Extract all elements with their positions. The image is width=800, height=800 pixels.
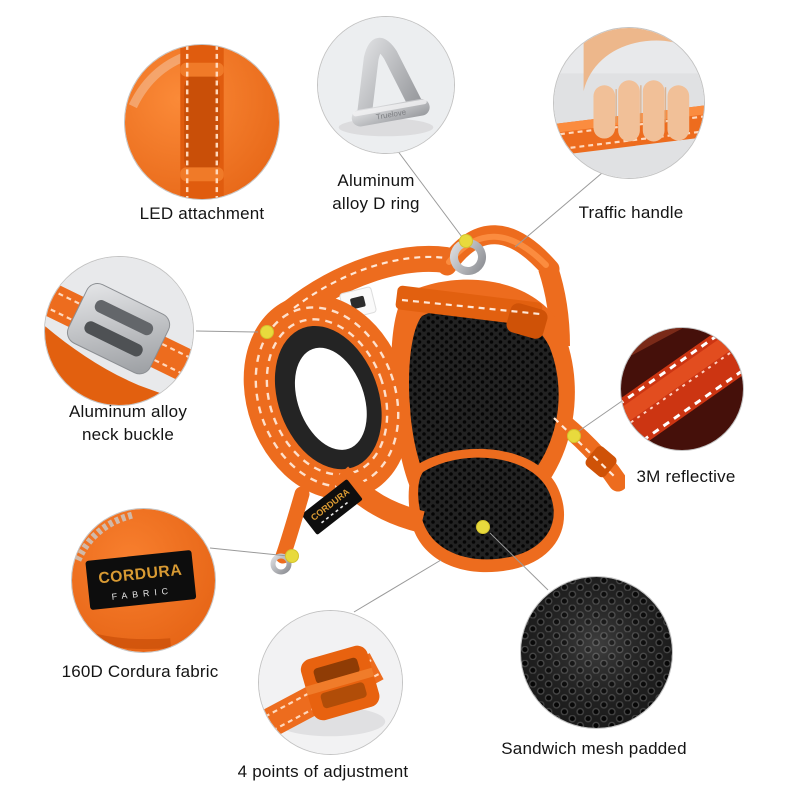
callout-bubble-led-attachment [124, 44, 280, 200]
callout-bubble-reflective [620, 327, 744, 451]
callout-bubble-adjustment [258, 610, 403, 755]
harness-reflective-stitching [293, 255, 617, 479]
hand-gripping [583, 28, 704, 142]
callout-bubble-mesh [520, 576, 673, 729]
callout-bubble-neck-buckle [44, 256, 194, 406]
callout-label-d-ring: Aluminum alloy D ring [332, 171, 420, 213]
traffic-handle-photo [554, 28, 704, 178]
callout-label-cordura: 160D Cordura fabric [61, 662, 219, 681]
callout-label-neck-buckle: Aluminum alloy neck buckle [68, 402, 188, 444]
harness-image: CORDURA [243, 225, 625, 575]
callout-label-adjustment: 4 points of adjustment [237, 762, 409, 781]
neck-buckle-photo [45, 257, 193, 405]
led-attachment-photo [125, 45, 279, 199]
cordura-label-photo: CORDURA FABRIC [72, 509, 215, 652]
callout-bubble-cordura: CORDURA FABRIC [71, 508, 216, 653]
callout-label-led-attachment: LED attachment [139, 204, 265, 223]
harness-left-strap [270, 486, 310, 575]
callout-bubble-d-ring: Truelove [317, 16, 455, 154]
harness-chest-loop [243, 294, 411, 500]
callout-bubble-traffic-handle [553, 27, 705, 179]
d-ring-photo: Truelove [318, 17, 454, 153]
reflective-strap-photo [621, 328, 743, 450]
adjustment-slider-photo [259, 611, 402, 754]
mesh-texture-photo [521, 577, 672, 728]
harness-d-ring [450, 239, 486, 275]
callout-label-traffic-handle: Traffic handle [578, 203, 684, 222]
callout-label-reflective: 3M reflective [636, 467, 736, 486]
callout-label-mesh: Sandwich mesh padded [501, 739, 687, 758]
